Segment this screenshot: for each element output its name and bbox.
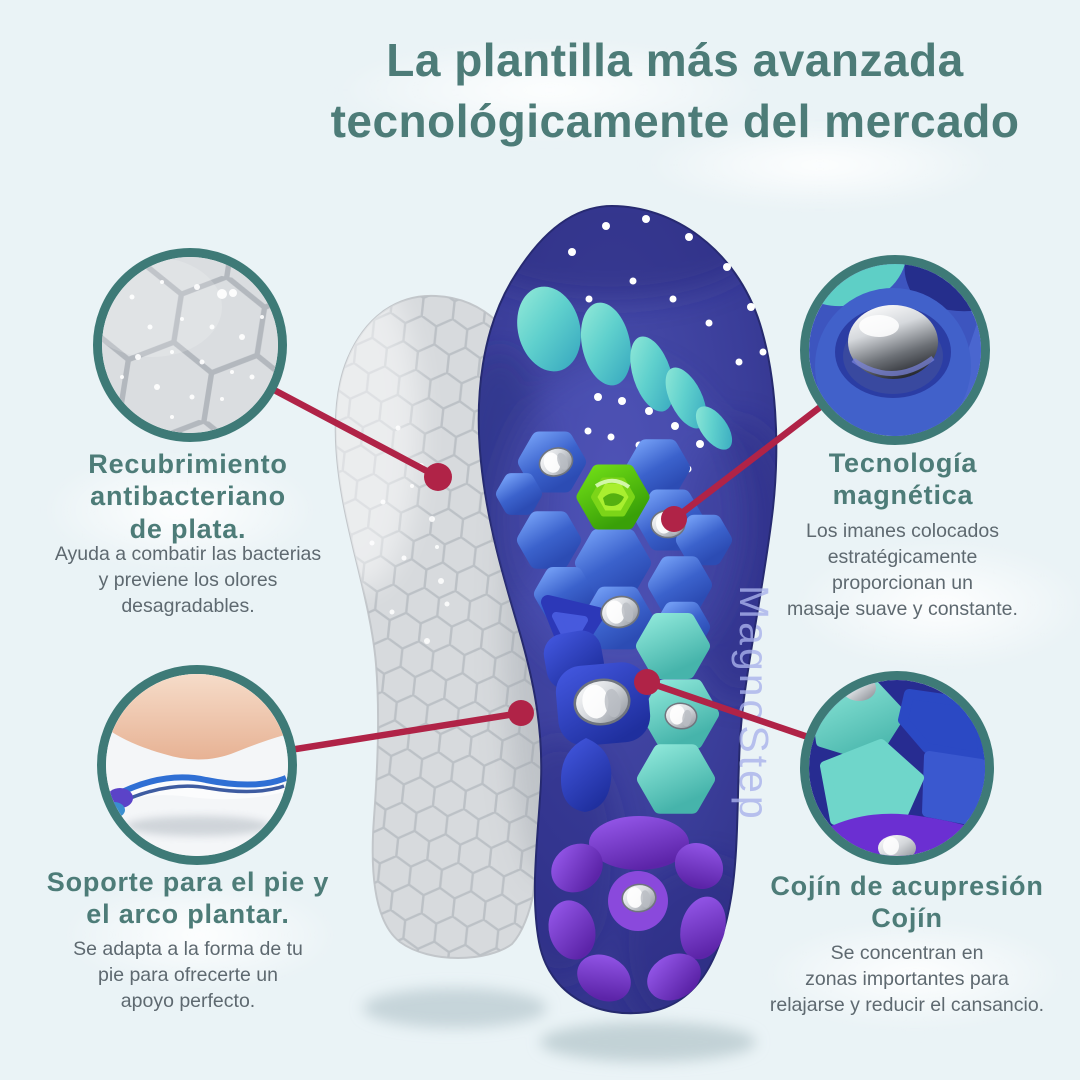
honeycomb-texture-closeup	[102, 257, 278, 433]
magnetic-heading: Tecnología magnética	[828, 448, 978, 511]
antibacterial-body: Ayuda a combatir las bacterias y previen…	[54, 543, 322, 618]
magnet-closeup	[809, 264, 981, 436]
cushion-closeup-circle	[800, 671, 994, 865]
cloud-shape	[760, 920, 1070, 1030]
cloud-shape	[330, 40, 770, 140]
floor-shadows	[363, 988, 756, 1062]
brand-watermark: MagnoStep	[731, 585, 777, 822]
toe-pads	[517, 286, 733, 450]
cloud-shape	[40, 450, 320, 570]
cloud-shape	[790, 540, 1080, 670]
midfoot-teal-hexes	[636, 613, 719, 814]
connector-lines	[272, 387, 823, 753]
forefoot-massage-pads	[496, 431, 732, 665]
heel-petal-cushion	[548, 816, 726, 1002]
arch-support-closeup-circle	[97, 665, 297, 865]
cloud-shape	[640, 120, 1000, 210]
support-body: Se adapta a la forma de tu pie para ofre…	[73, 938, 303, 1013]
magnet-closeup-circle	[800, 255, 990, 445]
acupressure-pads-closeup	[809, 680, 985, 856]
antibacterial-closeup-circle	[93, 248, 287, 442]
connector-dots	[424, 463, 687, 726]
cushion-body: Se concentran en zonas importantes para …	[769, 942, 1045, 1017]
foot-arch-closeup	[106, 674, 288, 856]
page-title: La plantilla más avanzada tecnológicamen…	[330, 34, 1020, 147]
cloud-shape	[60, 880, 340, 990]
cushion-heading: Cojín de acupresión Cojín	[770, 871, 1044, 934]
green-acupressure-hex	[576, 464, 650, 530]
support-heading: Soporte para el pie y el arco plantar.	[46, 867, 330, 930]
antibacterial-heading: Recubrimiento antibacteriano de plata.	[88, 449, 288, 544]
magnetic-body: Los imanes colocados estratégicamente pr…	[787, 520, 1018, 621]
